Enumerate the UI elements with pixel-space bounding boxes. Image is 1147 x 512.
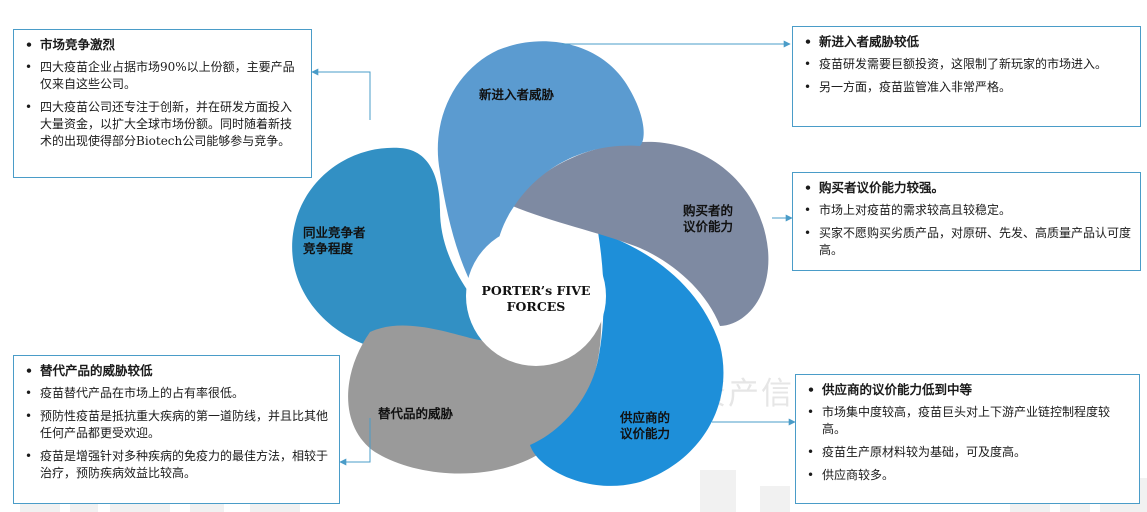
petal-label-rivalry: 同业竞争者 竞争程度	[303, 225, 366, 256]
box-buyers: 购买者议价能力较强。 市场上对疫苗的需求较高且较稳定。 买家不愿购买劣质产品，对…	[792, 172, 1141, 271]
box-new-entrants-item: 疫苗研发需要巨额投资，这限制了新玩家的市场进入。	[801, 56, 1132, 73]
box-rivalry: 市场竞争激烈 四大疫苗企业占据市场90%以上份额，主要产品仅来自这些公司。 四大…	[13, 29, 312, 178]
box-suppliers: 供应商的议价能力低到中等 市场集中度较高，疫苗巨头对上下游产业链控制程度较高。 …	[795, 374, 1140, 504]
box-buyers-item: 买家不愿购买劣质产品，对原研、先发、高质量产品认可度高。	[801, 225, 1132, 259]
box-buyers-item: 市场上对疫苗的需求较高且较稳定。	[801, 202, 1132, 219]
box-substitutes: 替代产品的威胁较低 疫苗替代产品在市场上的占有率很低。 预防性疫苗是抵抗重大疾病…	[13, 355, 340, 504]
box-new-entrants-heading: 新进入者威胁较低	[801, 33, 1132, 50]
petal-buyers	[510, 141, 769, 326]
petal-rivalry	[292, 147, 505, 357]
petal-label-suppliers: 供应商的 议价能力	[620, 410, 671, 441]
box-rivalry-item: 四大疫苗公司还专注于创新，并在研发方面投入大量资金，以扩大全球市场份额。同时随着…	[22, 99, 303, 150]
petal-label-buyers: 购买者的 议价能力	[683, 203, 734, 234]
box-buyers-heading: 购买者议价能力较强。	[801, 179, 1132, 196]
box-new-entrants: 新进入者威胁较低 疫苗研发需要巨额投资，这限制了新玩家的市场进入。 另一方面，疫…	[792, 26, 1141, 127]
petal-label-substitutes: 替代品的威胁	[378, 406, 454, 421]
box-suppliers-item: 市场集中度较高，疫苗巨头对上下游产业链控制程度较高。	[804, 404, 1131, 438]
connector-substitutes	[339, 418, 371, 466]
box-suppliers-item: 疫苗生产原材料较为基础，可及度高。	[804, 444, 1131, 461]
box-substitutes-item: 预防性疫苗是抵抗重大疾病的第一道防线，并且比其他任何产品都更受欢迎。	[22, 408, 331, 442]
center-circle	[466, 226, 606, 366]
box-substitutes-item: 疫苗是增强针对多种疾病的免疫力的最佳方法，相较于治疗，预防疾病效益比较高。	[22, 448, 331, 482]
box-substitutes-heading: 替代产品的威胁较低	[22, 362, 331, 379]
petal-label-new-entrants: 新进入者威胁	[479, 87, 555, 102]
box-suppliers-heading: 供应商的议价能力低到中等	[804, 381, 1131, 398]
petal-suppliers	[530, 232, 724, 486]
box-substitutes-item: 疫苗替代产品在市场上的占有率很低。	[22, 385, 331, 402]
box-new-entrants-item: 另一方面，疫苗监管准入非常严格。	[801, 79, 1132, 96]
connector-rivalry	[311, 68, 371, 120]
box-rivalry-item: 四大疫苗企业占据市场90%以上份额，主要产品仅来自这些公司。	[22, 59, 303, 93]
box-suppliers-item: 供应商较多。	[804, 467, 1131, 484]
center-title: PORTER’s FIVE FORCES	[481, 283, 591, 314]
box-rivalry-heading: 市场竞争激烈	[22, 36, 303, 53]
